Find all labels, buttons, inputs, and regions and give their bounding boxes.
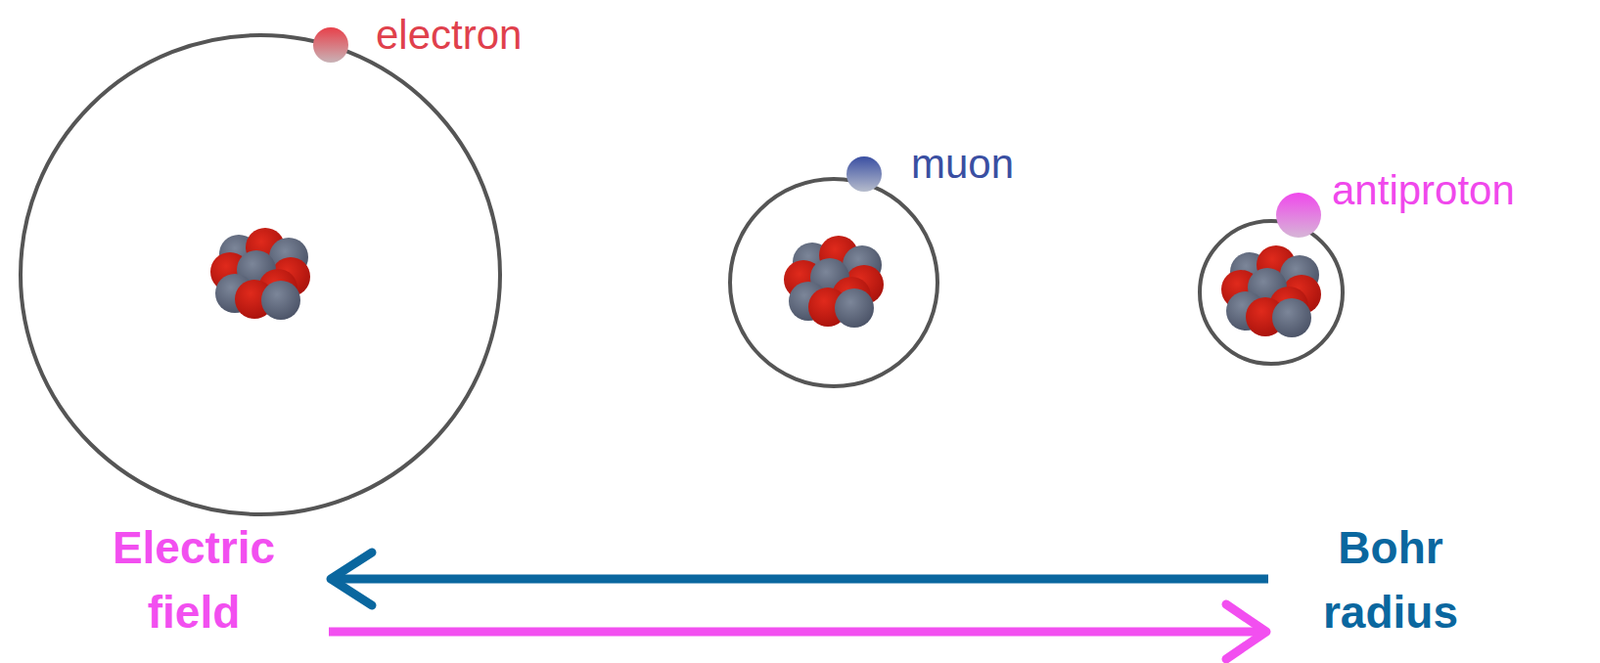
particle-label: antiproton	[1331, 170, 1515, 212]
muon-orbit	[730, 179, 938, 387]
bohr-radius-arrow	[330, 552, 1269, 606]
electron-dot	[313, 27, 349, 63]
muon-dot	[846, 156, 882, 192]
particle-label: muon	[911, 143, 1014, 185]
electron-orbit	[20, 35, 501, 515]
nucleus	[783, 235, 884, 328]
electric-field-arrow	[328, 604, 1267, 660]
antiproton-dot	[1276, 192, 1322, 238]
axis-label: Electric field	[100, 515, 287, 645]
antiproton-orbit	[1199, 221, 1343, 365]
nucleus	[210, 228, 311, 320]
particle-label: electron	[375, 14, 522, 56]
nucleus	[1221, 245, 1322, 338]
axis-label: Bohr radius	[1297, 515, 1484, 645]
